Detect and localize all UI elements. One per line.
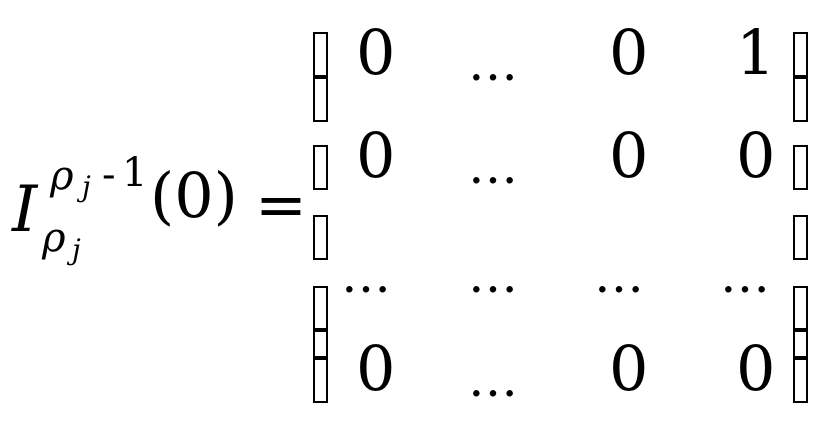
right-bracket-mid bbox=[793, 145, 808, 190]
matrix-cell-r3-c3: … bbox=[594, 246, 644, 304]
left-bracket-bottom bbox=[313, 358, 328, 403]
right-bracket-bottom bbox=[793, 358, 808, 403]
matrix-cell-r1-c4: 1 bbox=[736, 16, 776, 89]
argument: (0) bbox=[150, 159, 238, 232]
matrix-cell-r2-c4: 0 bbox=[736, 119, 776, 192]
left-bracket-lower-join bbox=[313, 330, 328, 358]
superscript-number: 1 bbox=[122, 150, 148, 196]
left-bracket-top bbox=[313, 32, 328, 77]
subscript-rho: ρ bbox=[42, 215, 66, 261]
left-bracket-lower-mid bbox=[313, 215, 328, 260]
right-bracket-lower bbox=[793, 286, 808, 330]
matrix-cell-r1-c2: … bbox=[468, 34, 518, 92]
matrix-cell-r2-c1: 0 bbox=[356, 119, 396, 192]
left-bracket-mid bbox=[313, 145, 328, 190]
matrix-cell-r4-c2: … bbox=[468, 350, 518, 408]
superscript-rho: ρ bbox=[50, 153, 74, 199]
superscript-index: j bbox=[82, 170, 91, 203]
matrix-cell-r4-c1: 0 bbox=[356, 332, 396, 405]
right-bracket-top bbox=[793, 32, 808, 77]
matrix-cell-r2-c2: … bbox=[468, 137, 518, 195]
matrix-cell-r2-c3: 0 bbox=[609, 119, 649, 192]
equals-sign: = bbox=[255, 168, 307, 241]
right-bracket-upper-mid bbox=[793, 77, 808, 122]
matrix-cell-r3-c2: … bbox=[468, 246, 518, 304]
right-bracket-lower-join bbox=[793, 330, 808, 358]
subscript-index: j bbox=[72, 233, 81, 266]
right-bracket-lower-mid bbox=[793, 215, 808, 260]
left-bracket-upper-mid bbox=[313, 77, 328, 122]
base-symbol: I bbox=[12, 173, 38, 247]
matrix-cell-r3-c1: … bbox=[341, 246, 391, 304]
superscript-operator: - bbox=[102, 152, 116, 198]
matrix-cell-r1-c1: 0 bbox=[356, 16, 396, 89]
matrix-cell-r4-c4: 0 bbox=[736, 332, 776, 405]
matrix-cell-r3-c4: … bbox=[720, 246, 770, 304]
matrix-cell-r4-c3: 0 bbox=[609, 332, 649, 405]
matrix-cell-r1-c3: 0 bbox=[609, 16, 649, 89]
left-bracket-lower bbox=[313, 286, 328, 330]
